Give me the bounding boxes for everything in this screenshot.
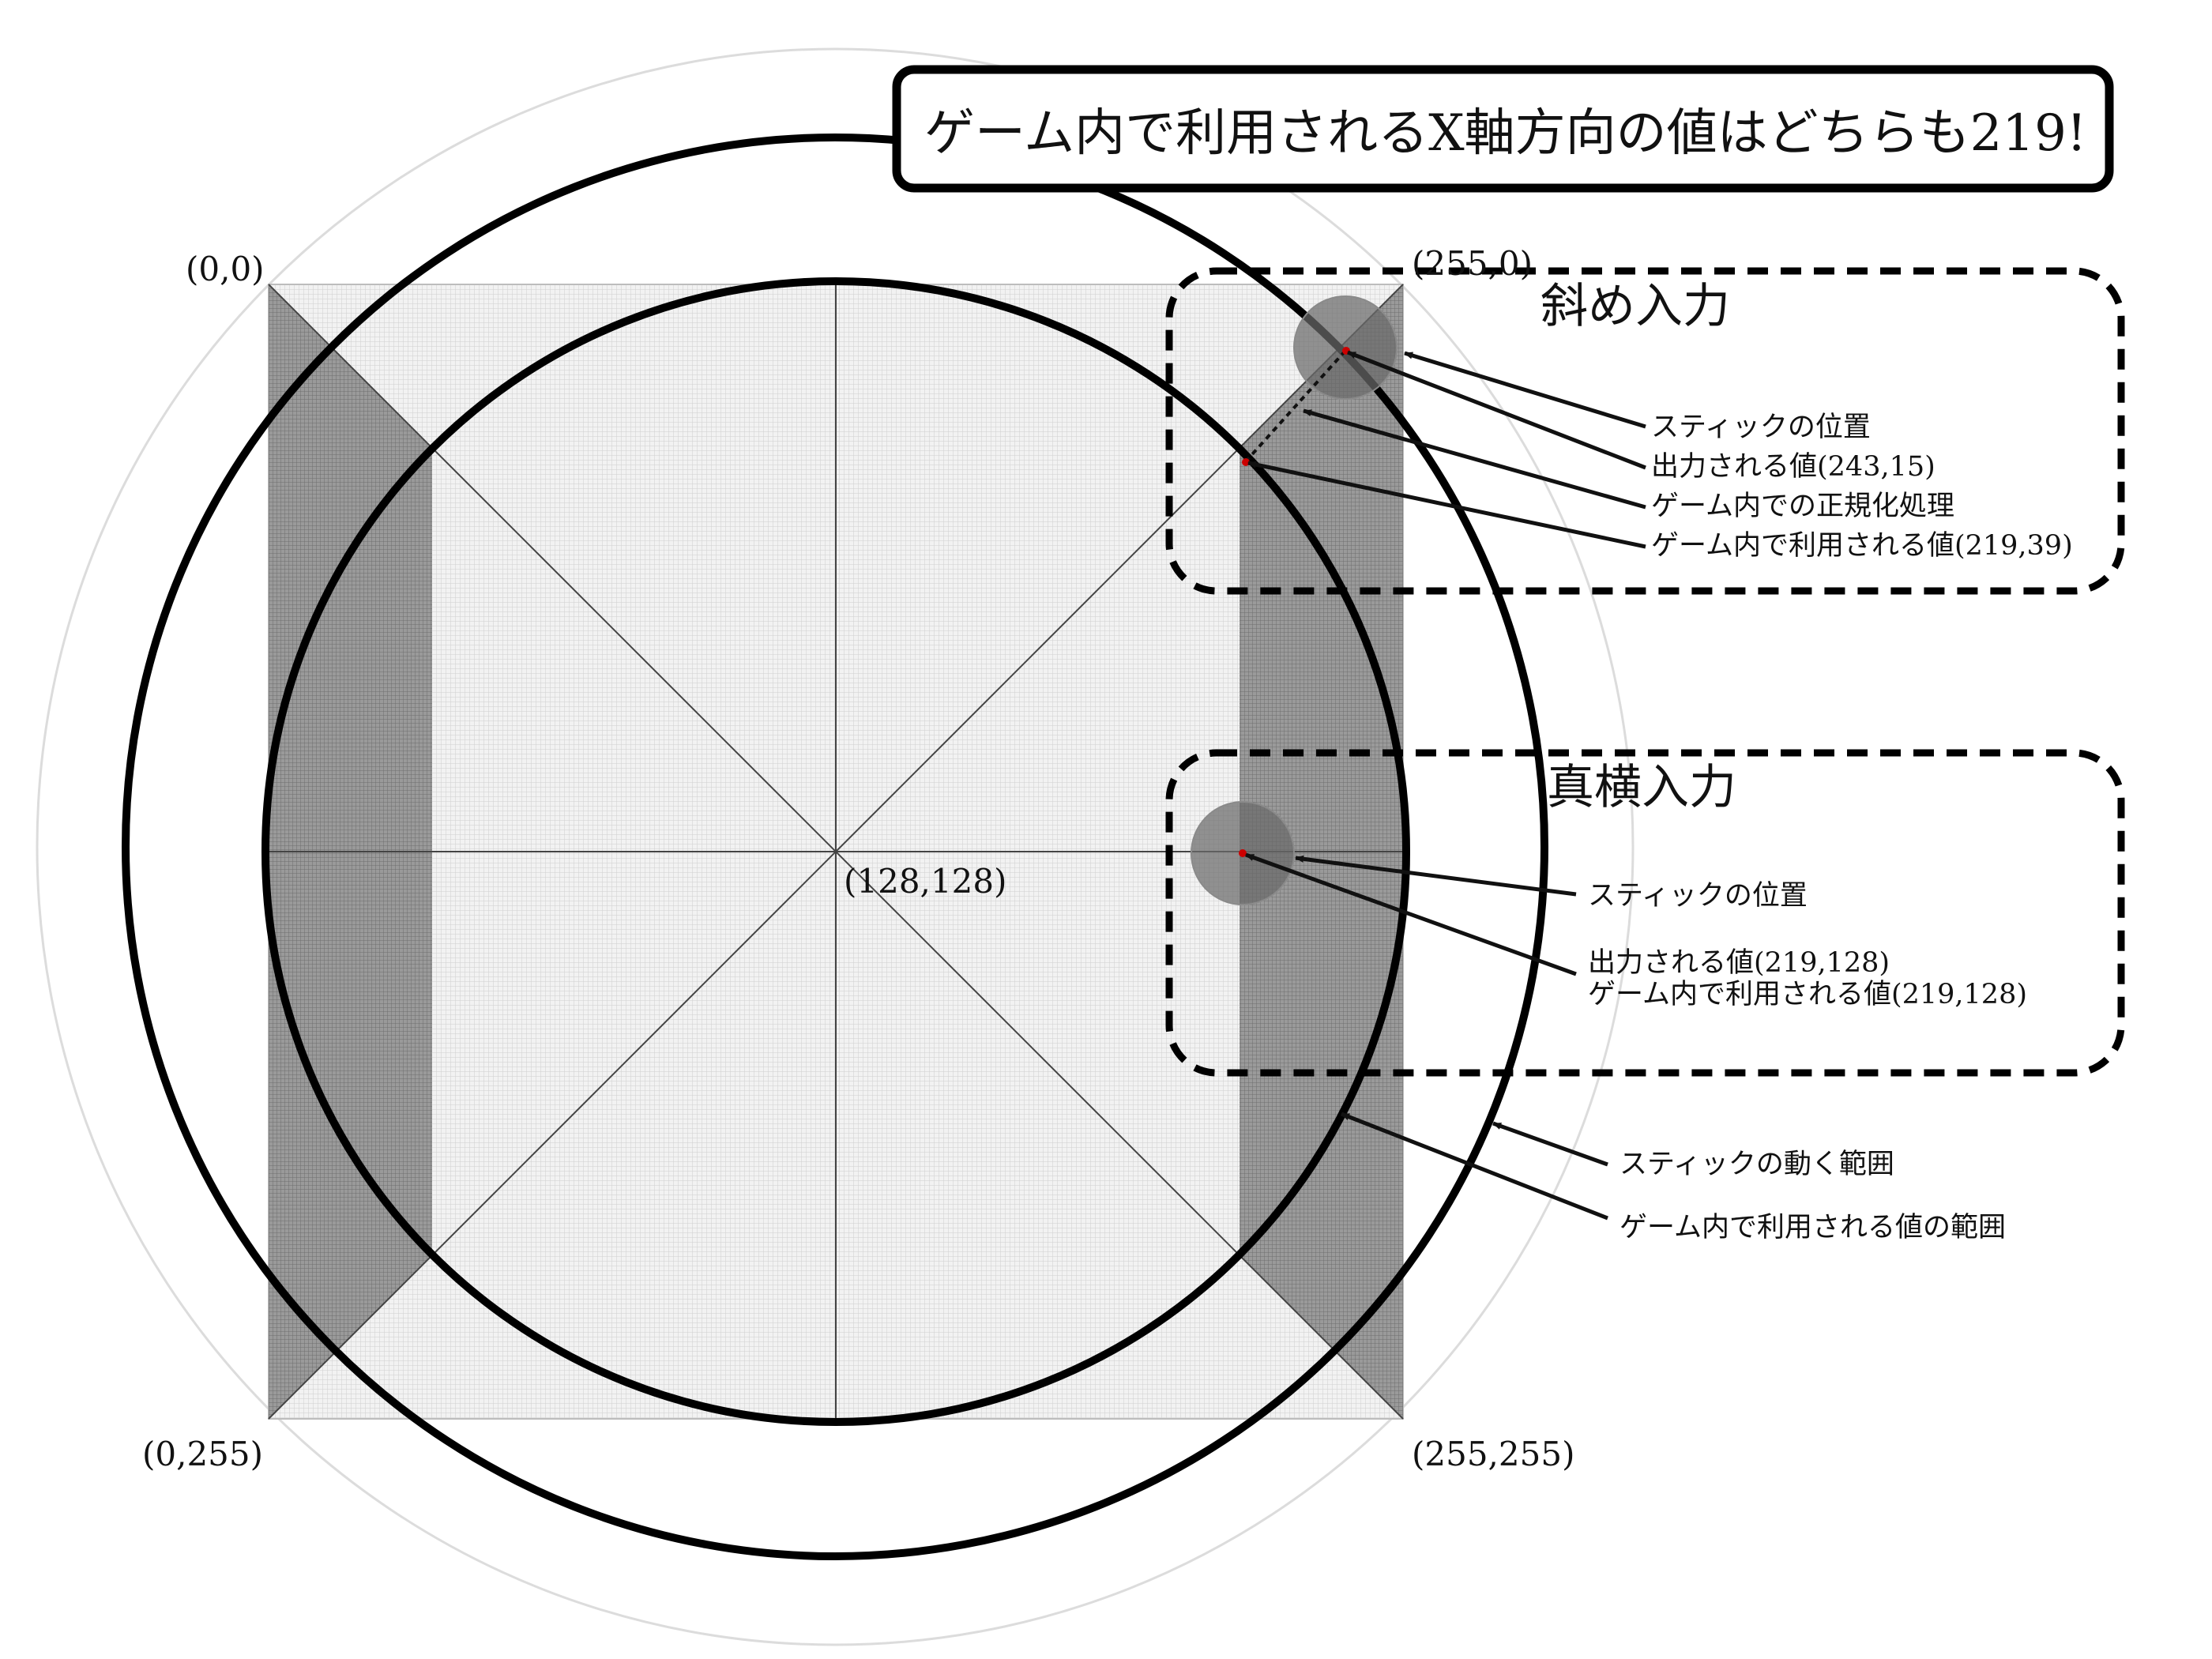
- faint-outer-circle: [36, 47, 1635, 1646]
- game-range-circle: [261, 277, 1410, 1426]
- coord-top-right: (255,0): [1412, 244, 1533, 283]
- banner-box: [892, 65, 2114, 193]
- leader-arrow: [1347, 350, 1646, 470]
- label-stick-range: スティックの動く範囲: [1620, 1149, 1894, 1180]
- coord-top-left: (0,0): [186, 250, 265, 288]
- horizontal-section-title: 真横入力: [1547, 760, 1736, 815]
- leader-arrow: [1341, 1112, 1608, 1221]
- label-game-range: ゲーム内で利用される値の範囲: [1620, 1212, 2006, 1243]
- diagonal-label-normalization: ゲーム内での正規化処理: [1651, 491, 1954, 522]
- diagonal-section-title: 斜め入力: [1540, 279, 1730, 334]
- horizontal-section-box: [1165, 749, 2125, 1077]
- horizontal-point: [1239, 849, 1247, 857]
- diagonal-label-game-value: ゲーム内で利用される値(219,39): [1651, 530, 2073, 562]
- leader-arrow: [1492, 1121, 1608, 1167]
- coord-bottom-left: (0,255): [142, 1435, 263, 1473]
- leader-arrow: [1303, 408, 1646, 510]
- leader-arrow: [1295, 855, 1577, 897]
- diagonal-section-box: [1165, 267, 2125, 595]
- leader-arrow: [1247, 461, 1646, 549]
- coord-bottom-right: (255,255): [1412, 1435, 1574, 1473]
- diagonal-label-output-value: 出力される値(243,15): [1651, 451, 1936, 483]
- coord-center: (128,128): [844, 862, 1006, 901]
- normalization-path: [1244, 349, 1347, 463]
- horizontal-label-stick-position: スティックの位置: [1588, 880, 1808, 912]
- diagonal-label-stick-position: スティックの位置: [1651, 412, 1871, 443]
- banner-text: ゲーム内で利用されるX軸方向の値はどちらも219!: [924, 104, 2087, 163]
- leader-arrow: [1404, 351, 1646, 429]
- horizontal-label-game-value: ゲーム内で利用される値(219,128): [1588, 979, 2027, 1010]
- leader-arrow: [1245, 852, 1577, 976]
- horizontal-label-output-value: 出力される値(219,128): [1588, 947, 1890, 979]
- stick-range-circle: [122, 134, 1548, 1560]
